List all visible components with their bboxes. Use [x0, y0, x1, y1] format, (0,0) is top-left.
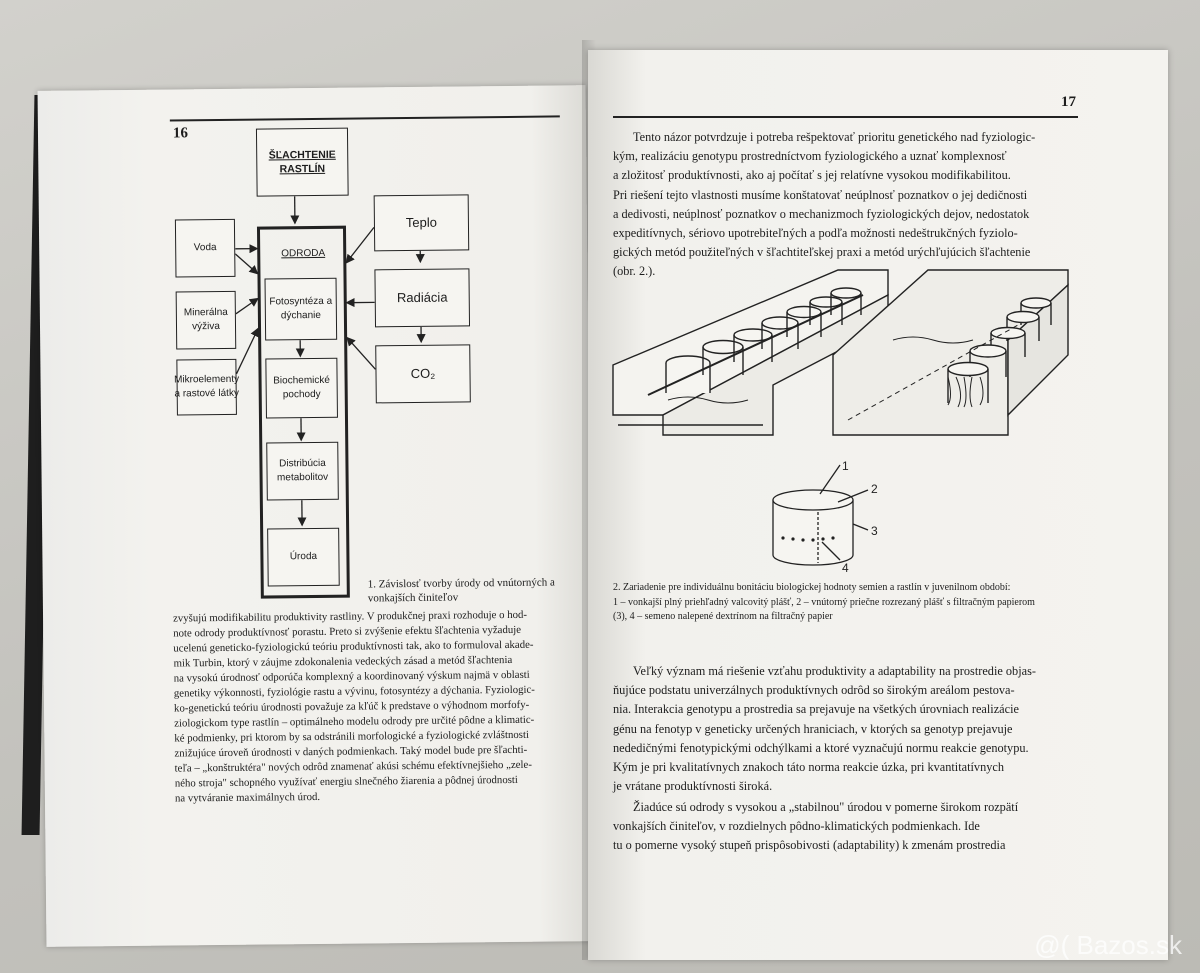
intro-line: Pri riešení tejto vlastnosti musíme konš…	[613, 187, 1028, 202]
box-co2: CO₂	[375, 344, 471, 404]
figure-1-caption: 1. Závislosť tvorby úrody od vnútorných …	[367, 576, 555, 605]
box-biochemical: Biochemické pochody	[265, 357, 338, 419]
para2-line: nededičnými fenotypickými odchýlkami a k…	[613, 740, 1029, 755]
para2-line: Kým je pri kvalitatívnych znakoch táto n…	[613, 760, 1004, 775]
box-microelements: Mikroelementy a rastové látky	[174, 358, 239, 416]
page-number-right: 17	[1061, 94, 1076, 110]
diagram-arrows	[234, 196, 426, 527]
intro-line: (obr. 2.).	[613, 264, 656, 279]
para2-line: nia. Interakcia genotypu a prostredia sa…	[613, 702, 1019, 717]
fig-label-4: 4	[842, 561, 849, 575]
left-body-text: zvyšujú modifikabilitu produktivity rast…	[173, 607, 570, 806]
box-distribution: Distribúcia metabolitov	[266, 441, 339, 501]
right-paragraph-2: Veľký význam má riešenie vzťahu produkti…	[613, 662, 1078, 796]
figure-2-cylinder: 1 2 3 4	[772, 459, 878, 575]
right-page: 17 Tento názor potvrdzuje i potreba rešp…	[588, 50, 1168, 960]
intro-line: Tento názor potvrdzuje i potreba rešpekt…	[633, 130, 1036, 144]
para2-line: je vrátane produktívnosti široká.	[613, 779, 773, 794]
caption-line: 2. Zariadenie pre individuálnu bonitáciu…	[613, 582, 1011, 593]
intro-line: gických metód použiteľných v šľachtiteľs…	[613, 245, 1031, 260]
fig-label-1: 1	[842, 459, 849, 473]
para3-line: vonkajších činiteľov, v rozdielnych pôdn…	[613, 819, 980, 834]
right-paragraph-3: Žiadúce sú odrody s vysokou a „stabilnou…	[613, 798, 1078, 856]
figure-2-caption: 2. Zariadenie pre individuálnu bonitáciu…	[613, 581, 1108, 625]
left-page: 16 ŠĽACHTENIE RASTLÍN Voda Minerálna výž…	[37, 85, 595, 947]
box-radiation: Radiácia	[374, 268, 471, 328]
intro-line: expeditívnych, sériovo upotrebiteľných a…	[613, 226, 1018, 241]
variety-title: ODRODA	[281, 247, 326, 260]
para3-line: tu o pomerne vysoký stupeň prispôsobivos…	[613, 838, 1006, 853]
box-water: Voda	[174, 218, 236, 278]
box-photosynthesis: Fotosyntéza a dýchanie	[264, 277, 338, 341]
box-breeding: ŠĽACHTENIE RASTLÍN	[255, 127, 349, 197]
watermark: @( Bazos.sk	[1034, 930, 1182, 960]
intro-line: a dedivosti, neúplnosť poznatkov o mecha…	[613, 206, 1030, 221]
intro-line: kým, realizáciu genotypu prostredníctvom…	[613, 149, 1007, 164]
box-mineral-nutrition: Minerálna výživa	[175, 290, 237, 350]
fig-label-3: 3	[871, 524, 878, 538]
right-intro-text: Tento názor potvrdzuje i potreba rešpekt…	[613, 128, 1078, 282]
para2-line: ňujúce podstatu univerzálnych produktívn…	[613, 683, 1015, 698]
fig-label-2: 2	[871, 482, 878, 496]
intro-line: a zložitosť produktívnosti, ako aj počít…	[613, 168, 1011, 183]
para3-line: Žiadúce sú odrody s vysokou a „stabilnou…	[633, 800, 1019, 814]
para2-line: génu na fenotyp v geneticky určených hra…	[613, 721, 1013, 736]
header-rule-right	[613, 116, 1078, 118]
caption-line: 1 – vonkajší plný priehľadný valcovitý p…	[613, 596, 1035, 608]
figure-2-trays	[612, 269, 1069, 436]
caption-line: (3), 4 – semeno nalepené dextrínom na fi…	[613, 611, 833, 622]
left-line: na vytváranie maximálnych úrod.	[174, 790, 321, 805]
box-heat: Teplo	[373, 194, 470, 252]
para2-line: Veľký význam má riešenie vzťahu produkti…	[633, 664, 1036, 678]
box-yield: Úroda	[267, 527, 340, 587]
